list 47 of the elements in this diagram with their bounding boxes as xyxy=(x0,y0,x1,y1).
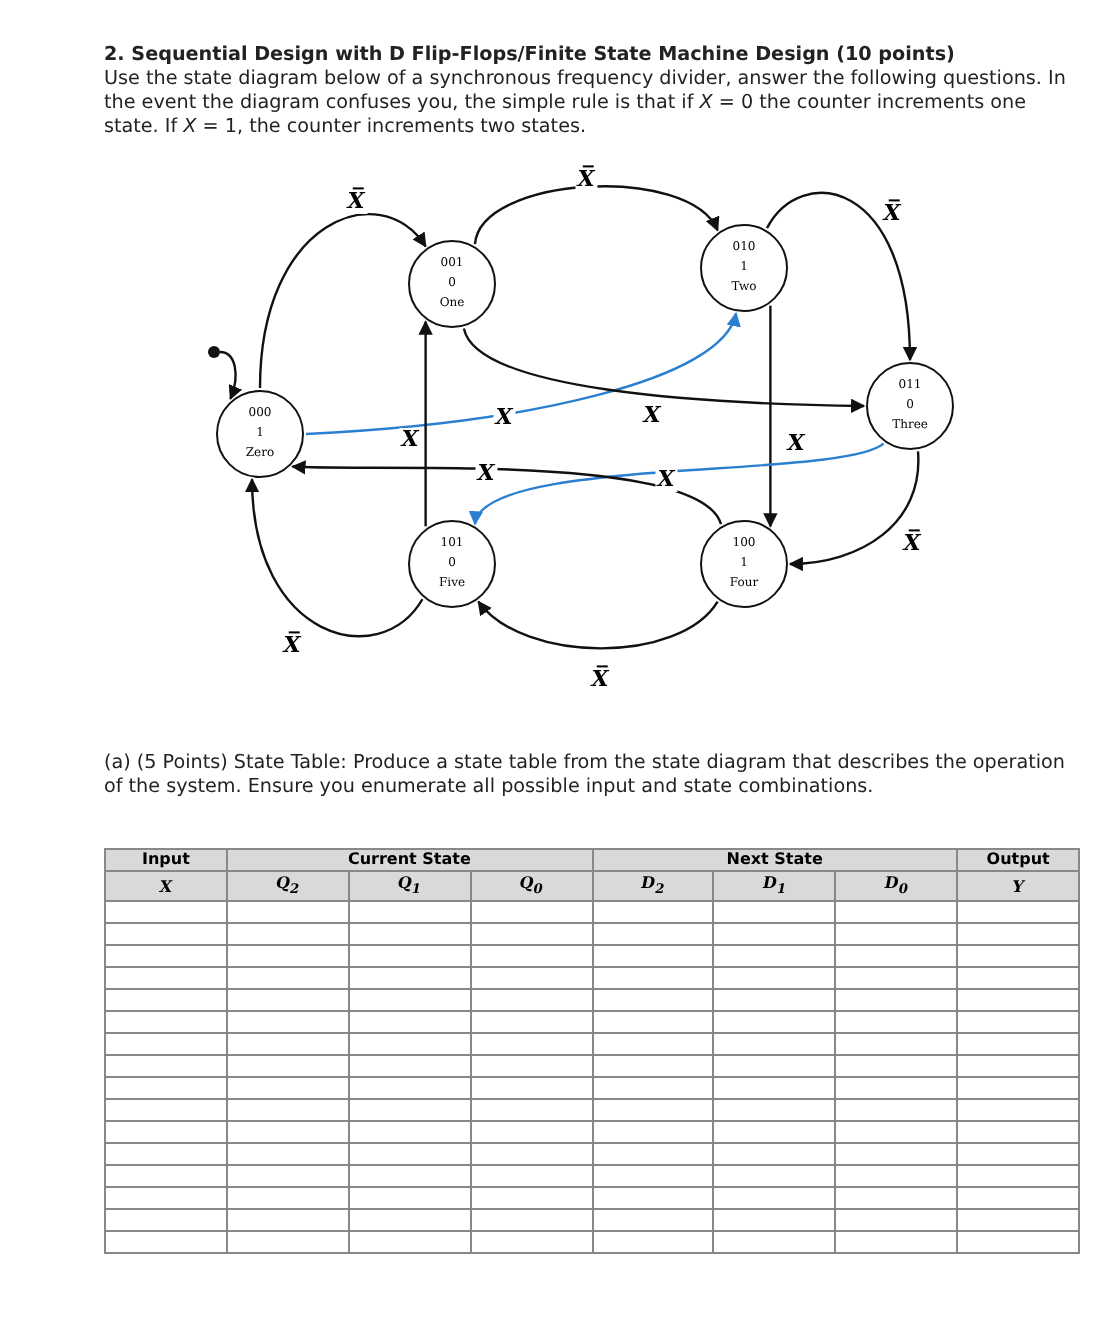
arrow xyxy=(473,442,885,526)
arrow xyxy=(462,327,866,413)
table-header-cell: Output xyxy=(957,849,1079,871)
table-header-cell: Current State xyxy=(226,849,592,871)
arrow xyxy=(477,600,719,650)
edge-label: X xyxy=(785,432,807,456)
arrow xyxy=(219,350,242,401)
arrow xyxy=(763,305,778,528)
table-header-cell: D$_{1}$ xyxy=(713,871,836,901)
edge-label: X xyxy=(641,404,663,428)
edge-label: X̅ xyxy=(575,168,597,192)
table-header-cell: D$_{2}$ xyxy=(592,871,714,901)
instruction-paragraph: Use the state diagram below of a synchronous frequency divider, answer the following questions. In the event the diagram confuses you, the simple rule is that if X = 0 the counter increments one state. If X = 1, the counter increments two states. xyxy=(104,68,1068,140)
arrow xyxy=(258,213,427,389)
state-circle xyxy=(408,240,496,328)
edge-label: X̅ xyxy=(881,202,903,226)
table-header-cell: Y xyxy=(957,871,1079,901)
table-header-cell: D$_{0}$ xyxy=(835,871,958,901)
edge-label: X̅ xyxy=(281,634,303,658)
state-circle xyxy=(700,224,788,312)
state-circle xyxy=(866,362,954,450)
state-circle xyxy=(216,390,304,478)
edge-label: X̅ xyxy=(589,668,611,692)
table-header-cell: Q$_{2}$ xyxy=(226,871,349,901)
arrow xyxy=(245,477,424,638)
arrow xyxy=(418,320,433,527)
heading: 2. Sequential Design with D Flip-Flops/Finite State Machine Design (10 points) xyxy=(104,44,957,68)
instruction-paragraph: (a) (5 Points) State Table: Produce a state table from the state diagram that describes the operation of the system. Ensure you enumerate all possible input and state combinations. xyxy=(104,752,1067,800)
start-dot xyxy=(208,346,220,358)
edge-label: X̅ xyxy=(345,190,367,214)
edge-label: X xyxy=(399,428,421,452)
arrow xyxy=(291,459,722,525)
arrow xyxy=(788,451,920,571)
edge-label: X xyxy=(475,462,497,486)
table-header-cell: Q$_{0}$ xyxy=(470,871,592,901)
state-circle xyxy=(700,520,788,608)
arrow xyxy=(305,311,738,436)
table-header-cell: Input xyxy=(105,849,227,871)
table-header-cell: Q$_{1}$ xyxy=(348,871,471,901)
edge-label: X xyxy=(655,468,677,492)
table-header-cell: X xyxy=(105,871,227,901)
state-circle xyxy=(408,520,496,608)
arrow xyxy=(473,185,719,245)
table-header-cell: Next State xyxy=(592,849,958,871)
edge-label: X xyxy=(493,406,515,430)
edge-label: X̅ xyxy=(901,532,923,556)
arrow xyxy=(766,191,917,362)
